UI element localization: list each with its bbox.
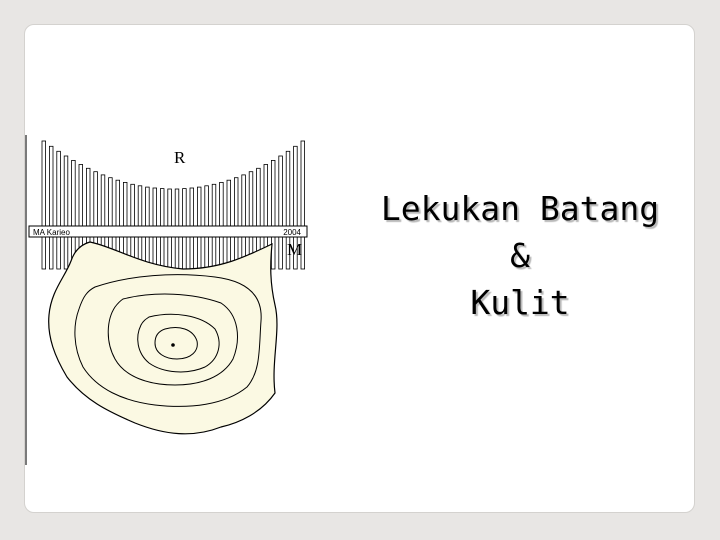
measurement-bar xyxy=(226,179,231,270)
measurement-bar xyxy=(41,140,46,270)
measurement-bar xyxy=(241,174,246,270)
measurement-bar xyxy=(56,150,61,270)
pith-dot xyxy=(171,343,175,347)
title-line-2: & xyxy=(510,236,530,275)
growth-ring-inner xyxy=(137,313,220,373)
left-edge-rule xyxy=(25,135,27,465)
slide-title: Lekukan Batang & Kulit xyxy=(325,185,694,326)
label-r: R xyxy=(174,148,186,167)
label-m: M xyxy=(287,240,302,259)
measurement-bar xyxy=(63,155,69,270)
measurement-bar xyxy=(278,155,283,270)
title-line-3: Kulit xyxy=(470,283,570,322)
measurement-bar xyxy=(300,140,305,270)
year-label: 2004 xyxy=(283,228,301,237)
measurement-bar xyxy=(293,145,298,270)
measurement-bar xyxy=(270,159,276,270)
growth-ring-outer xyxy=(74,274,262,407)
stem-cross-section-figure: MA Karieo 2004 R M xyxy=(28,140,308,435)
measurement-bar xyxy=(233,177,239,270)
growth-ring-core xyxy=(154,327,198,360)
growth-ring-middle xyxy=(107,293,238,386)
reference-band xyxy=(28,225,308,238)
measurement-bar xyxy=(285,150,291,270)
slide: MA Karieo 2004 R M Lekukan Batang & Kuli… xyxy=(24,24,695,513)
title-line-1: Lekukan Batang xyxy=(380,189,660,228)
bark-outline xyxy=(48,241,278,435)
author-label: MA Karieo xyxy=(33,228,70,237)
measurement-bar xyxy=(48,145,54,270)
